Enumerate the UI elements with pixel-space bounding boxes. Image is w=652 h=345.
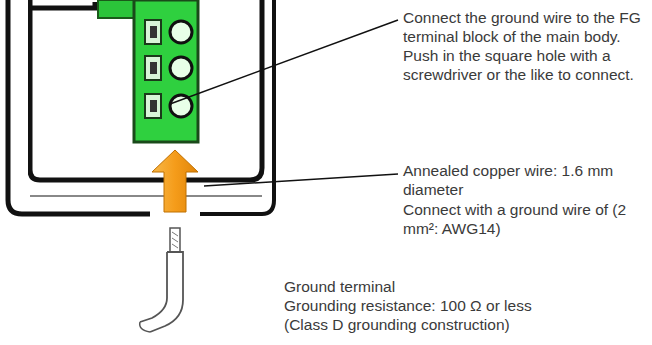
wire-size-note: Connect with a ground wire of (2 mm²: AW… — [403, 200, 639, 238]
insert-arrow — [152, 150, 198, 212]
leader-line — [204, 174, 398, 186]
resistance-note: Grounding resistance: 100 Ω or less — [284, 296, 644, 315]
leader-line — [170, 20, 398, 104]
fg-terminal-block — [134, 0, 198, 142]
ground-wire — [140, 228, 183, 332]
instruction-note: Connect the ground wire to the FG termin… — [403, 8, 648, 84]
terminal-rows — [145, 20, 192, 118]
grounding-class-note: (Class D grounding construction) — [284, 315, 644, 334]
terminal-label: Ground terminal — [284, 277, 644, 296]
housing-outline — [30, 0, 262, 180]
wire-spec-note: Annealed copper wire: 1.6 mm diameter — [403, 161, 639, 199]
